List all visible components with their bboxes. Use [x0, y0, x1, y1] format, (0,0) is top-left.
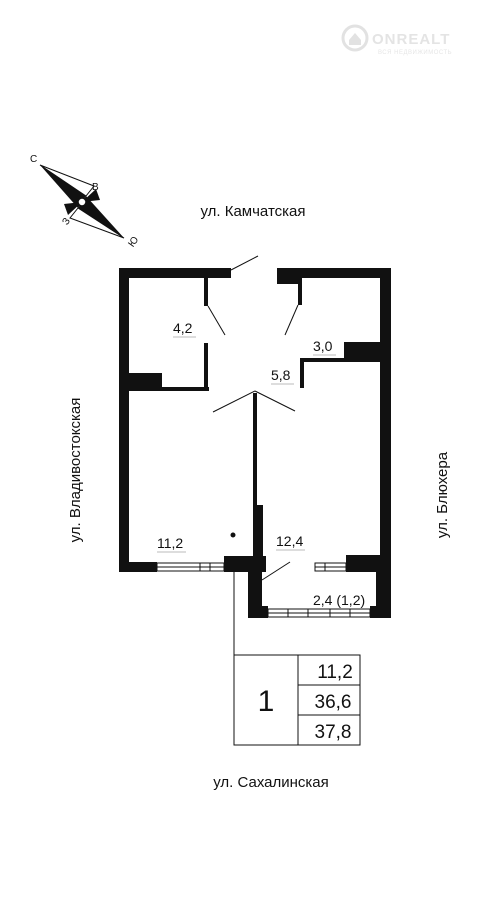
onrealt-logo-icon — [341, 24, 369, 52]
compass-north-label: С — [30, 154, 37, 165]
area-summary-table: 1 11,2 36,6 37,8 — [233, 654, 361, 746]
total-area-with-loggia-value: 37,8 — [315, 722, 352, 743]
compass-south-label: Ю — [126, 235, 141, 250]
compass-east-label: В — [92, 182, 99, 193]
window-room — [156, 562, 225, 572]
door-swings — [207, 255, 299, 655]
compass: С В Ю З — [30, 154, 141, 249]
rooms-count: 1 — [258, 685, 275, 718]
street-label-left: ул. Владивостокская — [67, 398, 84, 543]
living-area-value: 11,2 — [317, 662, 353, 683]
compass-west-label: З — [60, 216, 72, 227]
room-labels: 4,2 3,0 5,8 11,2 12,4 2,4 (1,2) — [157, 320, 365, 608]
window-kitchen — [314, 562, 347, 572]
room-area-loggia: 2,4 (1,2) — [313, 592, 365, 608]
room-area-bathroom: 4,2 — [173, 320, 193, 336]
street-label-top: ул. Камчатская — [200, 203, 305, 220]
street-label-bottom: ул. Сахалинская — [213, 774, 329, 791]
watermark: ONREALT ВСЯ НЕДВИЖИМОСТЬ — [341, 24, 452, 56]
watermark-tagline: ВСЯ НЕДВИЖИМОСТЬ — [378, 50, 452, 56]
room-area-living-room: 11,2 — [157, 535, 183, 551]
windows — [156, 562, 371, 618]
street-label-right: ул. Блюхера — [434, 451, 451, 538]
compass-rose-icon — [39, 164, 125, 239]
interior-walls — [127, 278, 382, 563]
watermark-brand: ONREALT — [372, 31, 450, 48]
room-area-hallway: 5,8 — [271, 367, 291, 383]
room-area-toilet: 3,0 — [313, 338, 333, 354]
window-loggia — [267, 608, 371, 618]
room-area-kitchen: 12,4 — [276, 533, 303, 549]
total-area-value: 36,6 — [315, 692, 352, 713]
